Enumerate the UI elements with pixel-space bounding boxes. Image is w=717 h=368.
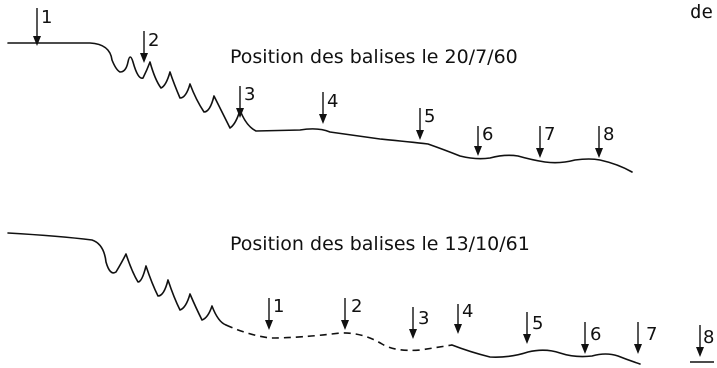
panel-1-marker-5-label: 5 <box>424 106 435 127</box>
panel-1-marker-7: 7 <box>536 124 555 158</box>
panel-2-marker-7: 7 <box>634 322 657 354</box>
panel-2-profile-line-dashed <box>225 324 453 352</box>
panel-1-marker-7-label: 7 <box>544 124 555 145</box>
panel-2-marker-6-label: 6 <box>590 324 601 345</box>
panel-1-marker-2-label: 2 <box>148 30 159 51</box>
panel-2-marker-1: 1 <box>265 296 284 330</box>
panel-1-marker-2: 2 <box>140 30 159 63</box>
panel-1-markers: 1 2 3 4 5 <box>33 7 614 158</box>
panel-1-marker-3: 3 <box>236 84 255 118</box>
panel-1-caption: Position des balises le 20/7/60 <box>230 46 518 68</box>
panel-2-marker-1-label: 1 <box>273 296 284 317</box>
panel-1-marker-8: 8 <box>595 124 614 158</box>
panel-2-marker-5-label: 5 <box>532 313 543 334</box>
panel-2-marker-4: 4 <box>454 301 473 334</box>
panel-1-profile-line <box>7 42 633 173</box>
panel-1-marker-1-label: 1 <box>41 7 52 28</box>
panel-2-marker-6: 6 <box>581 322 601 354</box>
panel-1-marker-6: 6 <box>474 124 493 156</box>
profile-panel-2: Position des balises le 13/10/61 1 2 3 <box>7 232 714 365</box>
profile-panel-1: Position des balises le 20/7/60 1 2 3 <box>7 7 633 173</box>
panel-1-marker-5: 5 <box>416 106 435 140</box>
panel-2-marker-3: 3 <box>409 307 429 339</box>
panel-1-marker-1: 1 <box>33 7 52 46</box>
panel-2-marker-3-label: 3 <box>418 308 429 329</box>
panel-2-marker-8-label: 8 <box>703 327 714 348</box>
panel-2-marker-4-label: 4 <box>462 301 473 322</box>
panel-1-marker-4: 4 <box>319 91 338 124</box>
corner-text: de <box>690 1 713 23</box>
panel-1-marker-4-label: 4 <box>327 91 338 112</box>
panel-2-profile-line-upper <box>7 232 227 326</box>
panel-1-marker-6-label: 6 <box>482 124 493 145</box>
panel-1-marker-3-label: 3 <box>244 84 255 105</box>
panel-2-markers: 1 2 3 4 5 <box>265 296 714 357</box>
panel-2-marker-7-label: 7 <box>646 324 657 345</box>
panel-2-profile-line-lower <box>451 344 641 365</box>
panel-2-marker-5: 5 <box>523 312 543 344</box>
panel-2-marker-2-label: 2 <box>351 296 362 317</box>
panel-1-marker-8-label: 8 <box>603 124 614 145</box>
panel-2-marker-8: 8 <box>696 325 714 357</box>
panel-2-marker-2: 2 <box>341 296 362 330</box>
panel-2-caption: Position des balises le 13/10/61 <box>230 233 530 255</box>
